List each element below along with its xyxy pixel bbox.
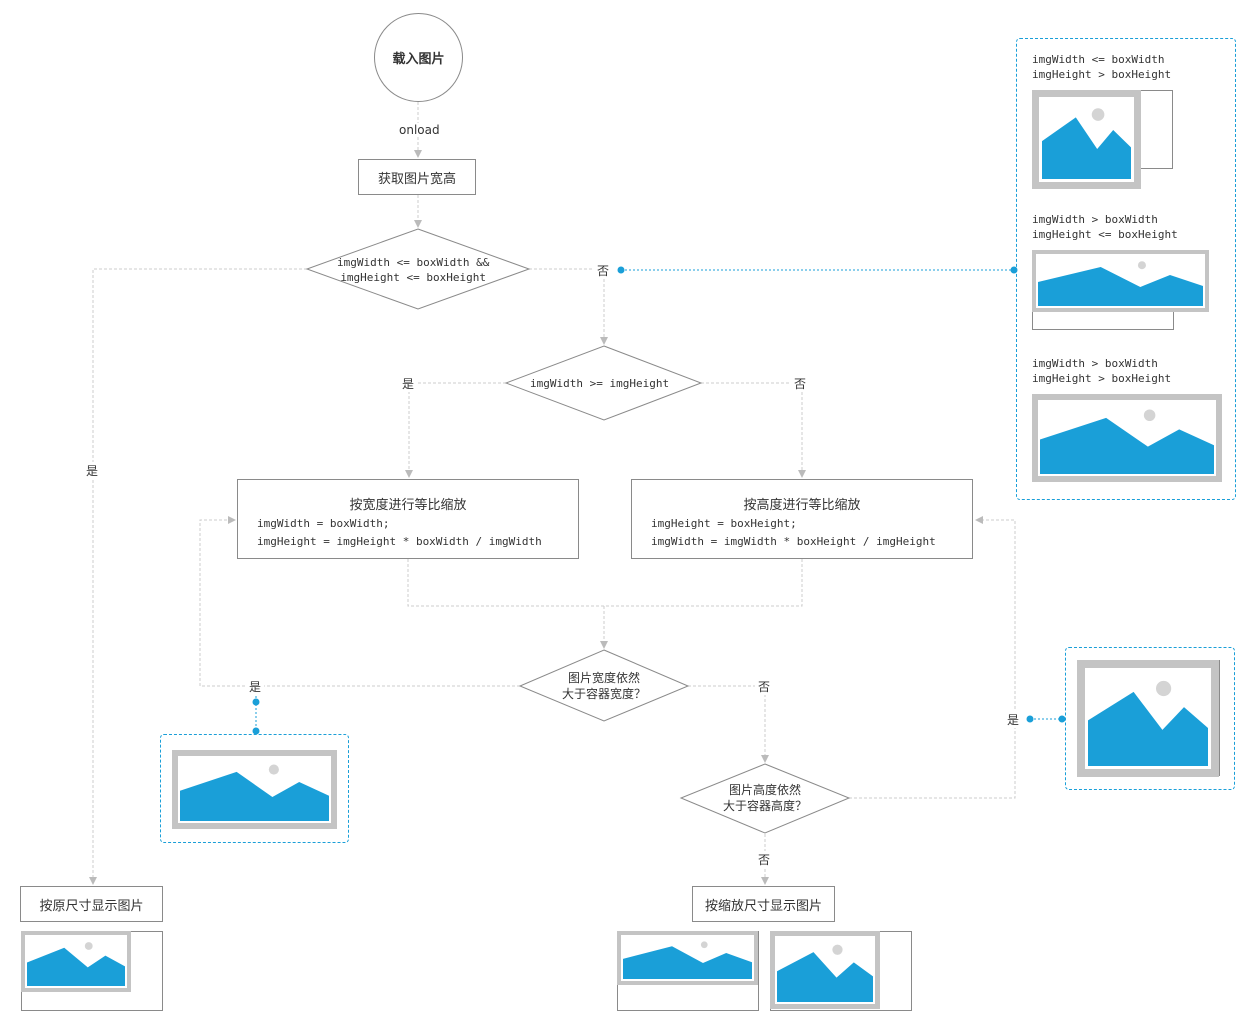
scale-width-code2: imgHeight = imgHeight * boxWidth / imgWi… [257,535,542,548]
label-decision4-no: 否 [755,851,774,868]
edge-decision3-yes [199,516,520,687]
case1-line1: imgWidth <= boxWidth [1032,53,1165,66]
get-size-node: 获取图片宽高 [358,159,476,195]
edge-scalewidth-merge [407,559,803,607]
label-decision1-no: 否 [594,262,613,279]
height-sample-panel [1065,647,1235,790]
label-decision2-yes: 是 [399,375,418,392]
blue-dot [1026,715,1034,723]
case3-line1: imgWidth > boxWidth [1032,357,1158,370]
scale-height-code2: imgWidth = imgWidth * boxHeight / imgHei… [651,535,936,548]
edge-decision3-no [688,685,769,763]
scale-width-title: 按宽度进行等比缩放 [349,498,467,513]
sample-height-scaled [1077,660,1220,777]
decision2-label: imgWidth >= imgHeight [530,377,670,390]
decision2-text: imgWidth >= imgHeight [530,376,669,391]
decision3-line2: 大于容器宽度？ [561,687,646,701]
case2-line2: imgHeight <= boxHeight [1032,228,1178,241]
get-size-label: 获取图片宽高 [377,171,456,187]
sun-circle [1137,261,1146,270]
sun-circle [84,942,93,950]
case1-line2: imgHeight > boxHeight [1032,68,1172,81]
image-placeholder-icon [172,750,337,829]
blue-dot [617,266,625,274]
sun-circle [268,764,279,775]
show-original-label: 按原尺寸显示图片 [39,898,144,914]
sun-circle [1091,108,1105,121]
sample-case2 [1032,250,1209,330]
scale-height-title: 按高度进行等比缩放 [743,498,861,513]
image-placeholder-icon [1032,250,1209,330]
decision1-text: imgWidth <= boxWidth && imgHeight <= box… [337,255,489,285]
image-placeholder-icon [770,931,912,1011]
edge-decision1-no [529,268,608,345]
mountain-shape [27,947,125,986]
decision4-text: 图片高度依然 大于容器高度？ [705,782,825,814]
decision3-text: 图片宽度依然 大于容器宽度？ [544,670,664,702]
case1-text: imgWidth <= boxWidth imgHeight > boxHeig… [1032,52,1171,82]
image-placeholder-icon [1077,660,1220,777]
image-placeholder-icon [21,931,163,1011]
mountain-shape [623,946,752,979]
sample-case1 [1032,90,1173,189]
sample-case3 [1032,394,1222,482]
decision2-diamond [504,345,703,421]
width-sample-panel [160,734,349,843]
sample-scaled-b [770,931,912,1011]
decision1-line2: imgHeight <= boxHeight [340,271,487,284]
mountain-shape [777,952,873,1002]
sun-circle [1143,409,1156,422]
decision4-line1: 图片高度依然 [728,783,801,797]
blue-dot [1010,266,1018,274]
label-decision4-yes: 是 [1004,711,1023,728]
edge-decision2-yes [405,382,506,478]
cases-panel [1016,38,1236,500]
sample-width-scaled [172,750,337,829]
scale-height-code1: imgHeight = boxHeight; [651,517,797,530]
scale-width-code: imgWidth = boxWidth; imgHeight = imgHeig… [257,515,542,551]
edge-decision1-yes [89,268,307,885]
show-original-node: 按原尺寸显示图片 [20,886,163,922]
edge-decision4-yes [849,516,1016,799]
sun-circle [1156,680,1172,697]
label-decision3-yes: 是 [246,678,265,695]
onload-label: onload [396,123,443,137]
decision1-diamond [305,228,531,310]
sample-scaled-a [617,931,759,1011]
start-node: 载入图片 [374,13,463,102]
start-label: 载入图片 [392,52,445,67]
show-scaled-label: 按缩放尺寸显示图片 [704,898,822,914]
scale-height-node: 按高度进行等比缩放 imgHeight = boxHeight; imgWidt… [631,479,973,559]
scale-height-code: imgHeight = boxHeight; imgWidth = imgWid… [651,515,936,551]
sample-original [21,931,163,1011]
decision4-diamond [679,763,851,834]
mountain-shape [1038,267,1203,306]
mountain-shape [1042,117,1131,179]
case2-text: imgWidth > boxWidth imgHeight <= boxHeig… [1032,212,1178,242]
case2-line1: imgWidth > boxWidth [1032,213,1158,226]
decision3-line1: 图片宽度依然 [567,671,640,685]
scale-width-node: 按宽度进行等比缩放 imgWidth = boxWidth; imgHeight… [237,479,579,559]
sun-circle [700,941,708,949]
label-decision3-no: 否 [755,678,774,695]
show-scaled-node: 按缩放尺寸显示图片 [692,886,835,922]
label-decision1-yes: 是 [83,462,102,479]
scale-width-code1: imgWidth = boxWidth; [257,517,390,530]
decision1-line1: imgWidth <= boxWidth && [337,256,490,269]
decision3-diamond [518,649,690,722]
case3-line2: imgHeight > boxHeight [1032,372,1172,385]
image-placeholder-icon [1032,394,1222,482]
label-decision2-no: 否 [791,375,810,392]
mountain-shape [180,771,329,821]
mountain-shape [1040,417,1214,474]
image-placeholder-icon [617,931,759,1011]
blue-dot [252,698,260,706]
decision4-line2: 大于容器高度？ [722,799,807,813]
sun-circle [832,944,843,955]
edge-decision2-no [701,382,806,478]
case3-text: imgWidth > boxWidth imgHeight > boxHeigh… [1032,356,1171,386]
image-placeholder-icon [1032,90,1173,189]
mountain-shape [1088,691,1208,766]
